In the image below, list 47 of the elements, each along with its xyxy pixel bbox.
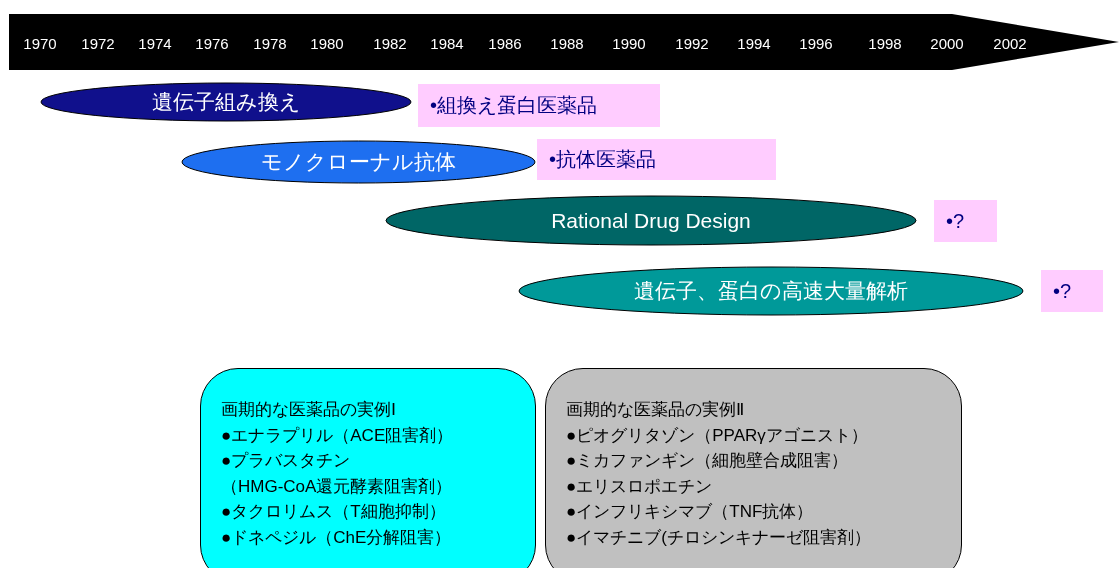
oval-band bbox=[40, 82, 412, 122]
list-item: ●ピオグリタゾン（PPARγアゴニスト） bbox=[566, 424, 869, 447]
oval-band bbox=[385, 195, 917, 246]
year-label: 1994 bbox=[737, 35, 771, 52]
note-text: •? bbox=[946, 209, 965, 233]
note-text: •抗体医薬品 bbox=[549, 147, 656, 172]
panel-heading: 画期的な医薬品の実例Ⅱ bbox=[566, 399, 745, 421]
year-label: 1978 bbox=[253, 35, 287, 52]
year-label: 1970 bbox=[23, 35, 57, 52]
year-label: 1992 bbox=[675, 35, 709, 52]
list-item: ●プラバスタチン bbox=[221, 450, 352, 472]
note-box bbox=[1041, 270, 1103, 312]
year-label: 1980 bbox=[310, 35, 344, 52]
oval-band bbox=[518, 266, 1024, 316]
band-label: モノクローナル抗体 bbox=[261, 149, 456, 175]
list-item: ●エナラプリル（ACE阻害剤） bbox=[221, 424, 455, 447]
list-item: ●タクロリムス（T細胞抑制） bbox=[221, 501, 447, 523]
note-text: •組換え蛋白医薬品 bbox=[430, 93, 597, 118]
year-label: 1982 bbox=[373, 35, 407, 52]
year-label: 1998 bbox=[868, 35, 902, 52]
band-label: 遺伝子、蛋白の高速大量解析 bbox=[634, 278, 908, 304]
list-item: （HMG-CoA還元酵素阻害剤） bbox=[221, 475, 454, 498]
list-item: ●インフリキシマブ（TNF抗体） bbox=[566, 501, 815, 523]
year-label: 1986 bbox=[488, 35, 522, 52]
year-label: 1974 bbox=[138, 35, 172, 52]
year-label: 1976 bbox=[195, 35, 229, 52]
oval-band bbox=[181, 140, 536, 184]
year-label: 1988 bbox=[550, 35, 584, 52]
band-label: 遺伝子組み換え bbox=[151, 89, 301, 115]
list-item: ●ミカファンギン（細胞壁合成阻害） bbox=[566, 450, 850, 472]
note-box bbox=[537, 139, 776, 180]
year-label: 2002 bbox=[993, 35, 1027, 52]
note-box bbox=[934, 200, 997, 242]
year-label: 1996 bbox=[799, 35, 833, 52]
year-label: 2000 bbox=[930, 35, 964, 52]
year-label: 1972 bbox=[81, 35, 115, 52]
year-label: 1990 bbox=[612, 35, 646, 52]
example-panel bbox=[200, 368, 536, 568]
year-label: 1984 bbox=[430, 35, 464, 52]
band-label: Rational Drug Design bbox=[551, 208, 751, 233]
note-box bbox=[418, 84, 660, 127]
example-panel bbox=[545, 368, 962, 568]
list-item: ●ドネペジル（ChE分解阻害） bbox=[221, 526, 453, 549]
list-item: ●エリスロポエチン bbox=[566, 475, 714, 498]
list-item: ●イマチニブ(チロシンキナーゼ阻害剤） bbox=[566, 526, 872, 549]
note-text: •? bbox=[1053, 279, 1072, 303]
panel-heading: 画期的な医薬品の実例Ⅰ bbox=[221, 399, 397, 421]
